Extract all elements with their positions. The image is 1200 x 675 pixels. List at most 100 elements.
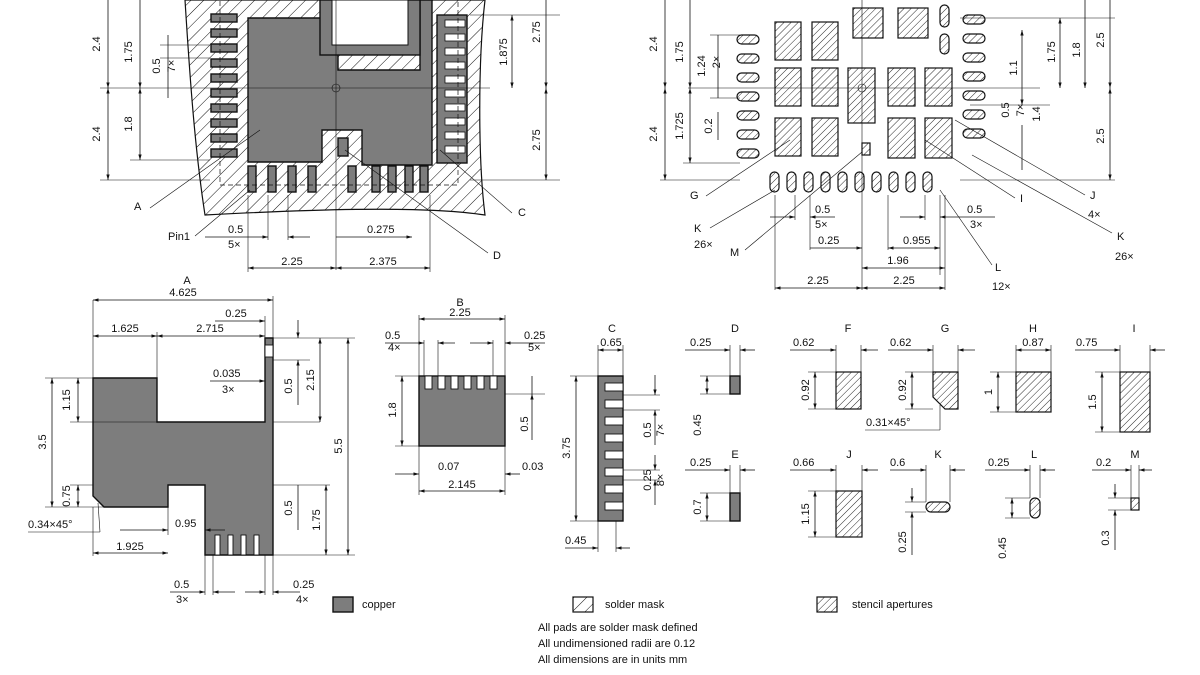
stencil-aperture bbox=[774, 21, 802, 61]
pad-bottom bbox=[371, 165, 381, 193]
detail-l: L 0.25 0.45 bbox=[985, 449, 1055, 559]
d-0-45: 0.45 bbox=[692, 414, 704, 435]
stencil-aperture bbox=[887, 67, 916, 107]
h-1: 1 bbox=[983, 389, 995, 395]
pad-bottom bbox=[287, 165, 297, 193]
detail-e-copper bbox=[729, 492, 741, 522]
stencil-aperture bbox=[852, 7, 884, 39]
stencil-oval bbox=[820, 171, 831, 193]
a-3x-bottom: 3× bbox=[176, 594, 189, 606]
pad-left bbox=[210, 73, 238, 83]
comb-slot bbox=[444, 131, 466, 140]
callout-a: A bbox=[134, 201, 142, 213]
detail-f-title: F bbox=[845, 323, 852, 335]
a-2-715: 2.715 bbox=[196, 323, 224, 335]
stencil-oval bbox=[854, 171, 865, 193]
stencil-oval bbox=[888, 171, 899, 193]
stencil-oval bbox=[939, 33, 950, 55]
stencil-oval bbox=[736, 53, 760, 64]
dim-1-75: 1.75 bbox=[123, 41, 135, 62]
dim-1-8-right: 1.8 bbox=[1071, 42, 1083, 57]
a-0-5-right: 0.5 bbox=[283, 378, 295, 393]
stencil-oval bbox=[786, 171, 797, 193]
comb-slot bbox=[444, 89, 466, 98]
top-right-stencil-pattern: 2.4 2.4 1.75 1.725 1.24 2× 0.2 1.1 1.75 … bbox=[648, 0, 1134, 293]
detail-e-title: E bbox=[731, 449, 738, 461]
a-0-5-bottom: 0.5 bbox=[174, 579, 189, 591]
dim-2-4-bottom: 2.4 bbox=[91, 126, 103, 141]
bottom-pad-row bbox=[247, 165, 429, 193]
detail-c: C 0.65 3.75 0.5 7× 0.25 8× 0.45 bbox=[561, 323, 667, 552]
dim-0-25-b: 0.25 bbox=[818, 235, 839, 247]
l-0-45: 0.45 bbox=[997, 537, 1009, 558]
stencil-oval bbox=[905, 171, 916, 193]
stencil-oval bbox=[736, 148, 760, 159]
detail-i-aperture bbox=[1119, 371, 1151, 433]
l-0-25: 0.25 bbox=[988, 457, 1009, 469]
pad-left bbox=[210, 88, 238, 98]
dim-1-75-right: 1.75 bbox=[1046, 41, 1058, 62]
callout-d: D bbox=[493, 250, 501, 262]
a-0-25-bottom: 0.25 bbox=[293, 579, 314, 591]
b-2-145: 2.145 bbox=[448, 479, 476, 491]
d-0-25: 0.25 bbox=[690, 337, 711, 349]
comb-slot bbox=[444, 19, 466, 28]
comb-slot bbox=[444, 47, 466, 56]
b-4x: 4× bbox=[388, 342, 401, 354]
dim-2-25-b2: 2.25 bbox=[893, 275, 914, 287]
detail-b-title: B bbox=[456, 297, 463, 309]
stencil-aperture bbox=[847, 67, 876, 124]
detail-m-title: M bbox=[1130, 449, 1139, 461]
callout-i: I bbox=[1020, 193, 1023, 205]
detail-i-title: I bbox=[1132, 323, 1135, 335]
dim-0-5-bottom: 0.5 bbox=[228, 224, 243, 236]
dim-2-5-top: 2.5 bbox=[1095, 32, 1107, 47]
a-finger-slot bbox=[227, 534, 234, 556]
callout-k-left-count: 26× bbox=[694, 239, 713, 251]
dim-0-5-b1: 0.5 bbox=[815, 204, 830, 216]
b-0-5-right: 0.5 bbox=[519, 416, 531, 431]
stencil-oval bbox=[962, 90, 986, 101]
b-notch bbox=[489, 375, 498, 390]
b-1-8: 1.8 bbox=[387, 402, 399, 417]
stencil-oval bbox=[939, 4, 950, 28]
detail-m-aperture bbox=[1130, 497, 1140, 511]
comb-slot bbox=[444, 33, 466, 42]
a-3x: 3× bbox=[222, 384, 235, 396]
pad-left bbox=[210, 118, 238, 128]
dim-1-96: 1.96 bbox=[887, 255, 908, 267]
c-notch bbox=[604, 416, 624, 426]
detail-h: H 0.87 1 bbox=[983, 323, 1052, 413]
pad-bottom bbox=[404, 165, 414, 193]
pad-bottom bbox=[267, 165, 277, 193]
callout-pin1: Pin1 bbox=[168, 231, 190, 243]
b-0-07: 0.07 bbox=[438, 461, 459, 473]
stencil-oval bbox=[736, 72, 760, 83]
stencil-aperture bbox=[924, 67, 953, 107]
b-notch bbox=[450, 375, 459, 390]
b-notch bbox=[437, 375, 446, 390]
b-notch bbox=[424, 375, 433, 390]
detail-b: B 2.25 0.5 4× 0.25 5× 1.8 0.5 0.07 0.03 … bbox=[385, 297, 545, 495]
top-left-land-pattern: 2.4 2.4 1.75 1.8 0.5 7× 1.875 2.75 2.75 … bbox=[91, 0, 560, 272]
b-5x: 5× bbox=[528, 342, 541, 354]
callout-c: C bbox=[518, 207, 526, 219]
dim-5x: 5× bbox=[228, 239, 241, 251]
g-chamfer: 0.31×45° bbox=[866, 417, 910, 429]
detail-k-aperture bbox=[925, 501, 951, 513]
stencil-oval bbox=[769, 171, 780, 193]
dim-2-25-b1: 2.25 bbox=[807, 275, 828, 287]
stencil-aperture bbox=[774, 67, 802, 107]
i-0-75: 0.75 bbox=[1076, 337, 1097, 349]
legend-stencil-label: stencil apertures bbox=[852, 599, 933, 611]
a-4x: 4× bbox=[296, 594, 309, 606]
a-finger-slot bbox=[240, 534, 247, 556]
pad-d bbox=[337, 137, 349, 157]
k-0-6: 0.6 bbox=[890, 457, 905, 469]
stencil-oval bbox=[962, 33, 986, 44]
dim-1-75-r: 1.75 bbox=[674, 41, 686, 62]
a-5-5: 5.5 bbox=[333, 438, 345, 453]
comb-slot bbox=[444, 61, 466, 70]
detail-g-title: G bbox=[941, 323, 950, 335]
